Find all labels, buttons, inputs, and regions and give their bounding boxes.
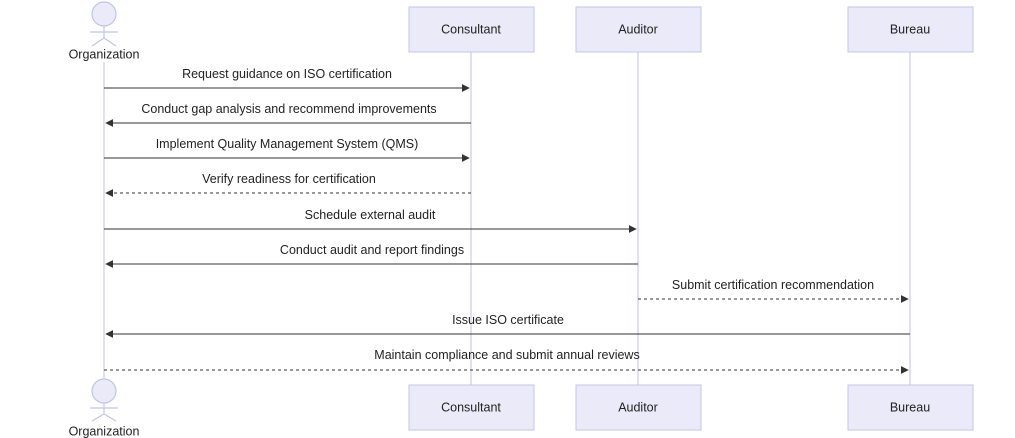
messages: Request guidance on ISO certification Co… — [104, 67, 910, 374]
participant-label-bureau: Bureau — [890, 22, 930, 36]
actor-label-organization: Organization — [69, 424, 140, 438]
participant-label-auditor: Auditor — [618, 22, 658, 36]
message-1: Request guidance on ISO certification — [104, 67, 470, 92]
message-label: Maintain compliance and submit annual re… — [374, 348, 639, 362]
message-2: Conduct gap analysis and recommend impro… — [105, 102, 471, 127]
message-label: Conduct gap analysis and recommend impro… — [141, 102, 436, 116]
message-label: Schedule external audit — [305, 208, 436, 222]
message-4: Verify readiness for certification — [105, 172, 471, 197]
message-label: Request guidance on ISO certification — [182, 67, 392, 81]
participant-auditor-bottom: Auditor — [575, 384, 702, 431]
message-label: Submit certification recommendation — [672, 278, 874, 292]
message-6: Conduct audit and report findings — [105, 243, 638, 268]
participant-consultant-top: Consultant — [408, 6, 535, 53]
message-label: Verify readiness for certification — [202, 172, 376, 186]
message-8: Issue ISO certificate — [105, 313, 910, 338]
lifelines — [103, 52, 911, 385]
message-5: Schedule external audit — [104, 208, 637, 233]
participant-bureau-bottom: Bureau — [847, 384, 974, 431]
message-label: Issue ISO certificate — [452, 313, 564, 327]
person-icon — [90, 1, 118, 47]
participant-bureau-top: Bureau — [847, 6, 974, 53]
person-icon — [90, 378, 118, 422]
message-7: Submit certification recommendation — [638, 278, 909, 303]
participant-label-consultant: Consultant — [441, 400, 501, 414]
message-label: Conduct audit and report findings — [280, 243, 464, 257]
actor-label-organization: Organization — [69, 47, 140, 61]
participant-label-consultant: Consultant — [441, 22, 501, 36]
message-label: Implement Quality Management System (QMS… — [156, 137, 419, 151]
participant-consultant-bottom: Consultant — [408, 384, 535, 431]
participant-auditor-top: Auditor — [575, 6, 702, 53]
participant-label-bureau: Bureau — [890, 400, 930, 414]
actor-organization-bottom: Organization — [69, 378, 140, 438]
message-9: Maintain compliance and submit annual re… — [104, 348, 909, 374]
actor-organization-top: Organization — [69, 1, 140, 61]
message-3: Implement Quality Management System (QMS… — [104, 137, 470, 162]
participant-label-auditor: Auditor — [618, 400, 658, 414]
